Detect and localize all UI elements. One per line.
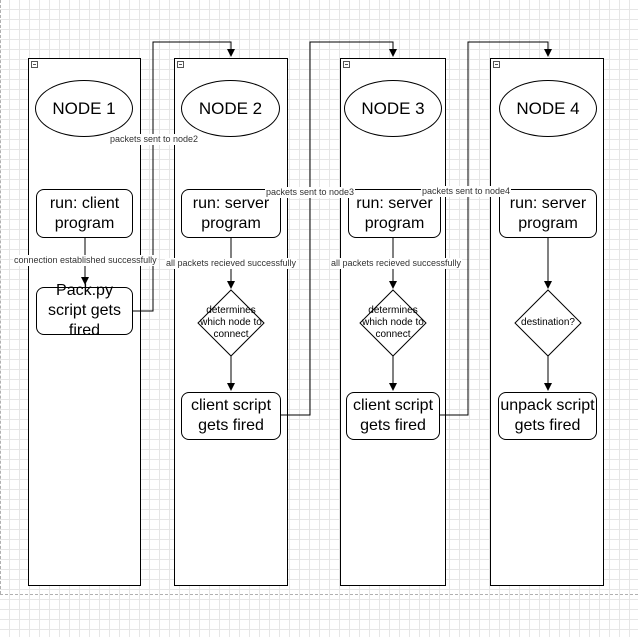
step-node1-run-client[interactable]: run: client program bbox=[36, 189, 133, 238]
step-node4-unpack-script[interactable]: unpack script gets fired bbox=[498, 392, 597, 440]
collapse-icon[interactable] bbox=[493, 61, 500, 68]
step-node4-run-server[interactable]: run: server program bbox=[499, 189, 597, 238]
node-title-node4[interactable]: NODE 4 bbox=[499, 80, 597, 137]
step-node1-pack-script[interactable]: Pack.py script gets fired bbox=[36, 282, 133, 339]
edge-label-received-node2: all packets recieved successfully bbox=[165, 258, 298, 269]
decision-label-node3: determines which node to connect bbox=[362, 305, 424, 340]
step-node2-client-script[interactable]: client script gets fired bbox=[181, 392, 281, 440]
edge-label-to-node2: packets sent to node2 bbox=[109, 134, 200, 145]
node-title-node3[interactable]: NODE 3 bbox=[344, 80, 442, 137]
page-break-line bbox=[0, 594, 638, 595]
step-node3-client-script[interactable]: client script gets fired bbox=[346, 392, 440, 440]
page-break-line-vertical bbox=[0, 0, 1, 594]
collapse-icon[interactable] bbox=[31, 61, 38, 68]
decision-label-node2: determines which node to connect bbox=[200, 305, 262, 340]
node-title-node2[interactable]: NODE 2 bbox=[181, 80, 280, 137]
edge-label-received-node3: all packets recieved successfully bbox=[330, 258, 463, 269]
edge-label-to-node4: packets sent to node4 bbox=[421, 186, 512, 197]
edge-label-connection-established: connection established successfully bbox=[13, 255, 158, 266]
step-node3-run-server[interactable]: run: server program bbox=[348, 189, 441, 238]
collapse-icon[interactable] bbox=[177, 61, 184, 68]
step-node2-run-server[interactable]: run: server program bbox=[181, 189, 281, 238]
node-title-node1[interactable]: NODE 1 bbox=[35, 80, 133, 137]
decision-label-node4: destination? bbox=[521, 317, 575, 328]
edge-label-to-node3: packets sent to node3 bbox=[265, 187, 356, 198]
collapse-icon[interactable] bbox=[343, 61, 350, 68]
